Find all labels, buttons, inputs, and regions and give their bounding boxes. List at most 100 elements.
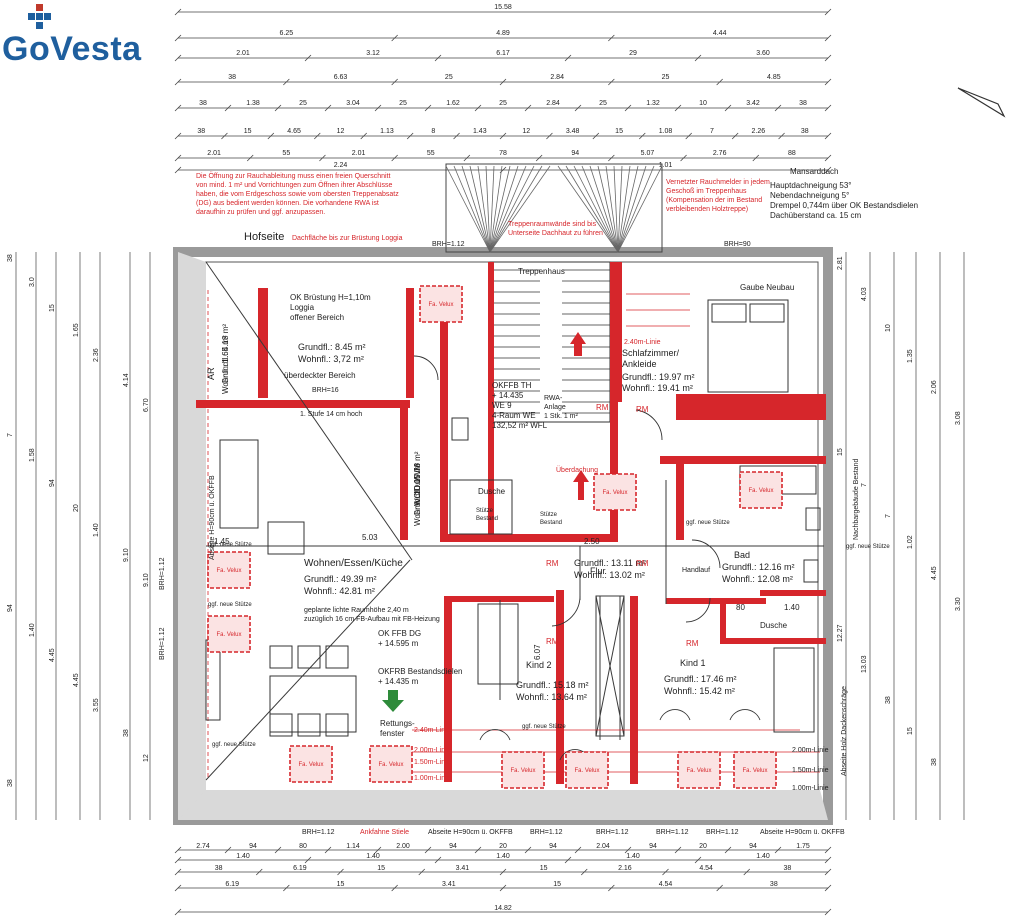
dimension-value: 94 [7, 604, 14, 612]
wall-kind1-left [630, 596, 638, 784]
abseite-label: Abseite Holz Dackenschräge [841, 686, 848, 776]
dimension-tick [274, 846, 282, 854]
dimension-tick [174, 104, 182, 112]
dimension-value: 3.48 [566, 128, 580, 135]
wall-loggia-bottom [196, 400, 410, 408]
hatch-line [589, 165, 619, 253]
dimension-tick [724, 846, 732, 854]
dimension-tick [174, 856, 182, 864]
roof-window-label: Fa. Velux [602, 490, 627, 496]
dimension-value: 6.07 [533, 644, 542, 660]
flur-label: Flur [590, 566, 606, 576]
dimension-value: 1.40 [93, 523, 100, 537]
ar-label: AR [206, 367, 216, 380]
hatch-line [605, 165, 619, 253]
handlauf-label: Handlauf [682, 567, 710, 574]
wc-area: Grundfl.: 10.76 m² [413, 451, 422, 516]
ar-area: Wohnfl.: 1.65 m² [221, 335, 230, 394]
dimension-value: 2.24 [334, 162, 348, 169]
dimension-value: 15 [907, 727, 914, 735]
dimension-value: 1.13 [380, 128, 394, 135]
dimension-value: 2.36 [93, 348, 100, 362]
roof-spec: Dachüberstand ca. 15 cm [770, 211, 861, 220]
wall-bad-mid [760, 590, 826, 596]
dimension-value: 20 [73, 504, 80, 512]
dimension-tick [319, 154, 326, 162]
hatch-line [461, 165, 491, 253]
dimension-value: 2.81 [837, 256, 844, 270]
dimension-tick [624, 104, 632, 112]
covered-area-label: überdeckter Bereich [284, 371, 356, 380]
hatch-line [617, 165, 639, 253]
dimension-tick [174, 846, 182, 854]
door-swings [413, 355, 761, 761]
stuetze-label: Bestand [476, 516, 498, 522]
dimension-value: 10 [699, 100, 707, 107]
dimension-tick [685, 132, 692, 140]
dimension-tick [680, 154, 687, 162]
dimension-tick [694, 856, 702, 864]
we-info: 132,52 m² WFL [492, 421, 548, 430]
schlaf-label: Schlafzimmer/ [622, 348, 680, 358]
dimension-value: 94 [649, 843, 657, 850]
dimension-value: 7 [861, 483, 868, 487]
dimension-tick [624, 846, 632, 854]
pillow-2 [749, 303, 785, 323]
wall-schlaf-bottom [676, 394, 826, 420]
dimension-value: 38 [215, 865, 223, 872]
dimension-value: 6.70 [143, 398, 150, 412]
brh-label: BRH=1.12 [159, 627, 166, 660]
dimension-tick [824, 154, 832, 162]
dimension-tick [374, 846, 382, 854]
hatch-line [617, 165, 623, 253]
dimension-tick [391, 34, 398, 42]
bad-area: Grundfl.: 12.16 m² [722, 562, 795, 572]
dimension-tick [731, 132, 739, 140]
kind2-area: Grundfl.: 15.18 m² [516, 680, 589, 690]
wc-area: WC/Du/WM [413, 463, 422, 506]
dimension-tick [608, 78, 615, 86]
rm-label: RM [546, 637, 559, 646]
dimension-tick [246, 154, 254, 162]
stair-wall-note: Unterseite Dachhaut zu führen [508, 230, 603, 237]
dimension-value: 3.12 [366, 50, 380, 57]
dusche-label: Dusche [478, 487, 506, 496]
stuetze-label: Bestand [540, 520, 562, 526]
dimension-value: 1.40 [29, 623, 36, 637]
dimension-value: 4.65 [287, 128, 301, 135]
dimension-value: 1.08 [659, 128, 673, 135]
support-label: ggf. neue Stütze [212, 742, 256, 748]
ok-ffb-label: + 14.595 m [378, 639, 419, 648]
hatch-line [489, 165, 503, 253]
dimension-tick [360, 132, 367, 140]
dimension-value: 10 [885, 324, 892, 332]
chair-4 [269, 713, 293, 737]
wall-bad-left [676, 456, 684, 540]
dimension-tick [824, 78, 832, 86]
bed-kind1 [773, 647, 815, 733]
roof-spec: Drempel 0,744m über OK Bestandsdielen [770, 201, 918, 210]
dimension-tick [608, 34, 615, 42]
dimension-tick [374, 104, 382, 112]
stair-roof-hatch [445, 163, 663, 253]
roof-line-label: 1.00m-Linie [414, 775, 451, 782]
dimension-value: 2.01 [207, 150, 221, 157]
exit-arrow-icon [382, 690, 404, 712]
roof-window [739, 471, 783, 509]
wall-bad-top [660, 456, 826, 464]
dimension-tick [174, 166, 182, 174]
dimension-value: 4.03 [861, 287, 868, 301]
bad-sink [805, 507, 821, 531]
roof-window-label: Fa. Velux [510, 768, 535, 774]
dimension-value: 25 [399, 100, 407, 107]
roof-spec: Nebendachneigung 5° [770, 191, 849, 200]
dimension-value: 94 [449, 843, 457, 850]
dimension-value: 1.40 [756, 853, 770, 860]
dimension-tick [174, 132, 182, 140]
dimension-value: 94 [749, 843, 757, 850]
bottom-label: BRH=1.12 [706, 829, 739, 836]
dimension-tick [564, 856, 572, 864]
dimension-value: 38 [799, 100, 807, 107]
roof-window-label: Fa. Velux [574, 768, 599, 774]
sofa [219, 439, 259, 529]
